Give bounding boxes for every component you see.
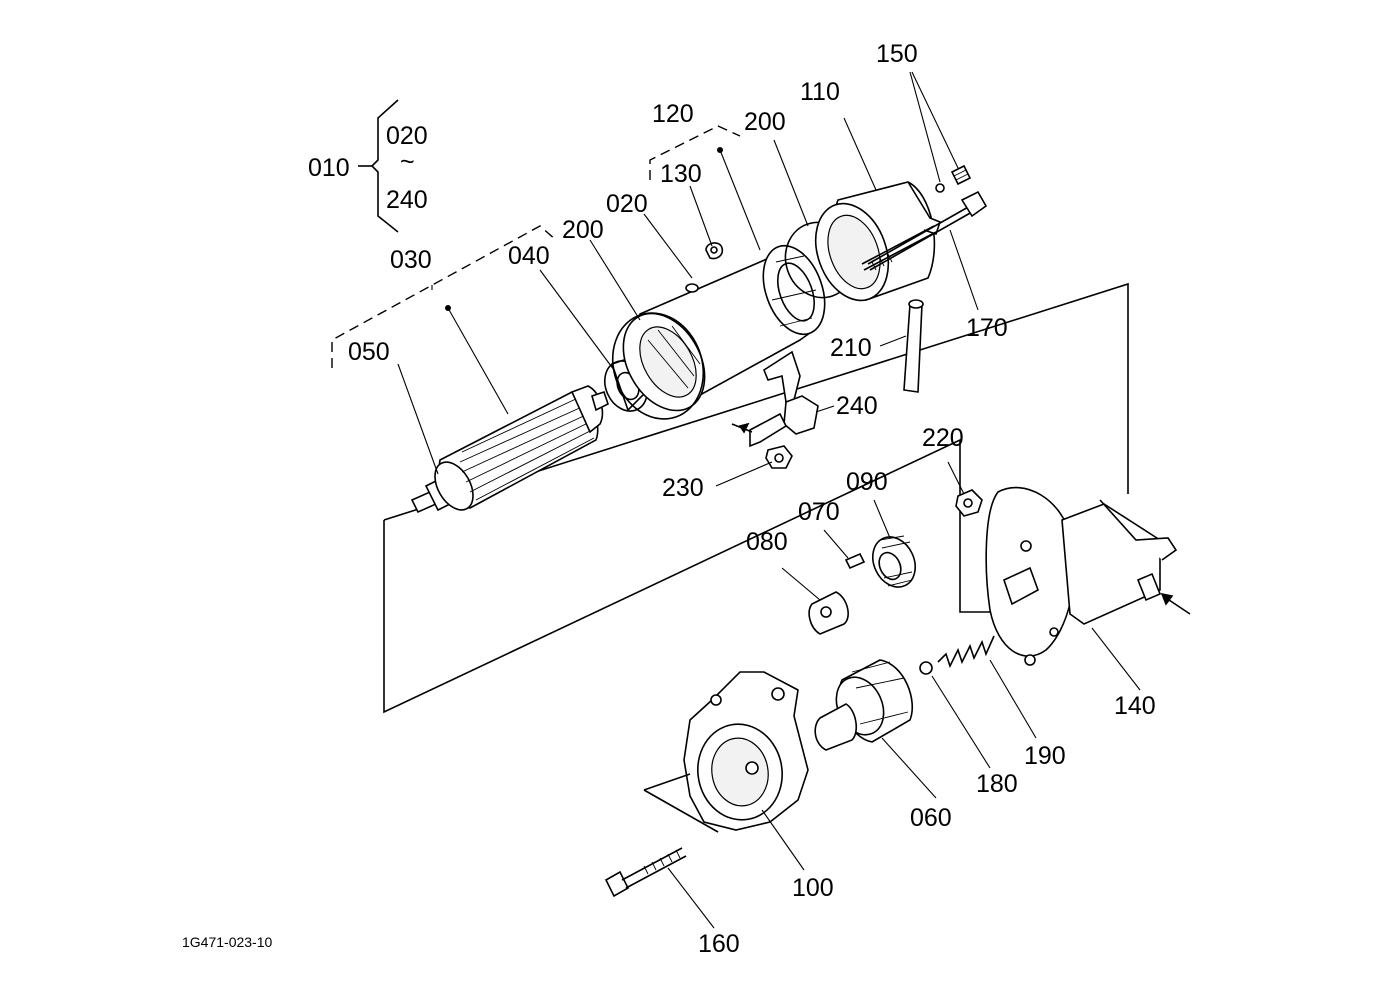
lead-wire xyxy=(731,395,819,448)
assembly-outline xyxy=(383,282,1129,714)
rear-cover xyxy=(814,181,941,302)
label-200-rear: 200 xyxy=(744,108,786,136)
group-bracket-030 xyxy=(331,225,557,368)
assembly-range-end: 240 xyxy=(386,186,428,214)
label-100: 100 xyxy=(792,874,834,902)
label-230: 230 xyxy=(662,474,704,502)
label-030: 030 xyxy=(390,246,432,274)
label-090: 090 xyxy=(846,468,888,496)
retainer xyxy=(808,591,849,635)
label-150: 150 xyxy=(876,40,918,68)
label-240: 240 xyxy=(836,392,878,420)
steel-ball xyxy=(919,661,933,675)
assembly-brace: 010 020 ~ 240 xyxy=(308,99,428,233)
screw-and-washer xyxy=(935,164,972,193)
label-200-front: 200 xyxy=(562,216,604,244)
overrunning-clutch xyxy=(814,659,914,751)
label-140: 140 xyxy=(1114,692,1156,720)
assembly-range-start: 020 xyxy=(386,122,428,150)
label-180: 180 xyxy=(976,770,1018,798)
label-020: 020 xyxy=(606,190,648,218)
label-120: 120 xyxy=(652,100,694,128)
label-130: 130 xyxy=(660,160,702,188)
group-bracket-120 xyxy=(649,125,741,180)
nut-220 xyxy=(955,489,983,517)
drawing-id: 1G471-023-10 xyxy=(182,934,273,950)
pin xyxy=(903,299,924,393)
magnetic-switch xyxy=(985,486,1191,666)
leader-lines xyxy=(397,71,1141,929)
through-bolt xyxy=(867,190,988,271)
label-190: 190 xyxy=(1024,742,1066,770)
label-040: 040 xyxy=(508,242,550,270)
label-080: 080 xyxy=(746,528,788,556)
label-170: 170 xyxy=(966,314,1008,342)
assembly-label: 010 xyxy=(308,154,350,182)
o-ring-front xyxy=(611,312,705,420)
label-220: 220 xyxy=(922,424,964,452)
brush-holder xyxy=(762,244,826,336)
label-160: 160 xyxy=(698,930,740,958)
armature xyxy=(410,385,609,514)
label-110: 110 xyxy=(800,78,840,106)
idler-gear xyxy=(872,535,916,588)
label-210: 210 xyxy=(830,334,872,362)
label-060: 060 xyxy=(910,804,952,832)
mounting-bolt xyxy=(604,847,687,898)
drive-housing xyxy=(643,671,809,833)
label-050: 050 xyxy=(348,338,390,366)
idler-shaft xyxy=(844,552,866,570)
part-labels: 030 050 040 200 020 130 120 200 110 150 … xyxy=(348,40,1156,958)
label-070: 070 xyxy=(798,498,840,526)
return-spring xyxy=(937,635,995,669)
assembly-range-symbol: ~ xyxy=(400,148,415,176)
brush-spring xyxy=(705,242,724,260)
nut-230 xyxy=(765,445,793,469)
